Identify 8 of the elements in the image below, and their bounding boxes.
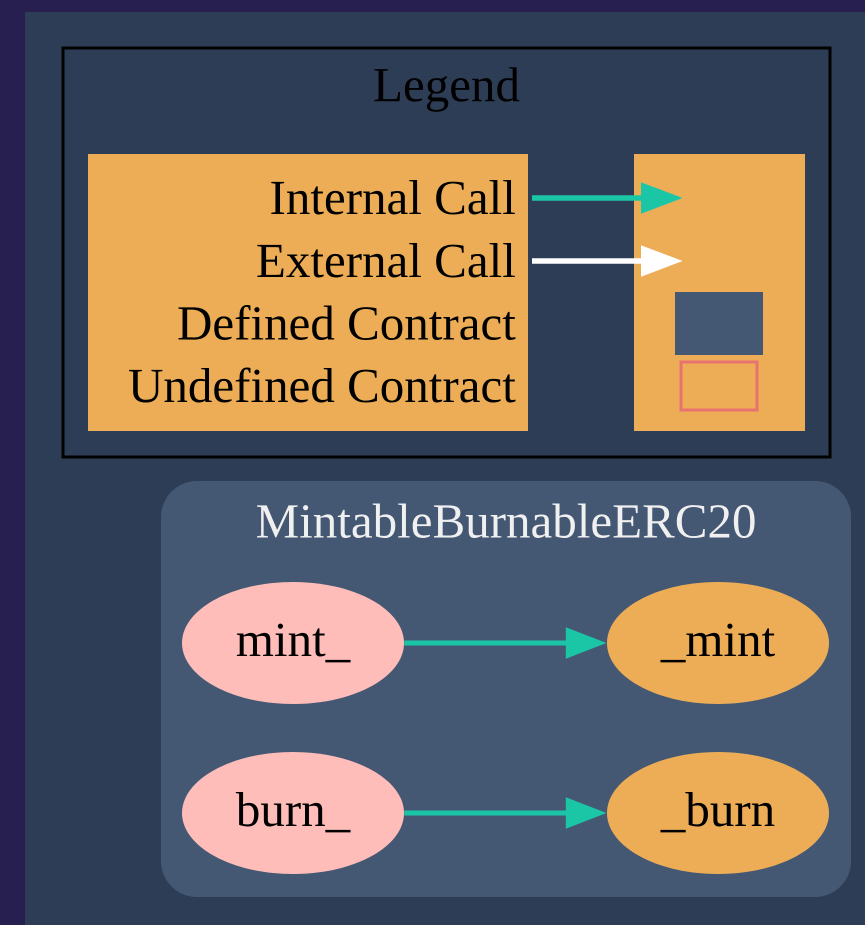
ellipse-node: mint_: [182, 582, 404, 704]
legend-label: Defined Contract: [178, 305, 516, 340]
ellipse-node: burn_: [182, 752, 404, 874]
ellipse-node: _burn: [607, 752, 829, 874]
legend-label: External Call: [257, 243, 515, 278]
ellipse-node: _mint: [607, 582, 829, 704]
legend-label: Internal Call: [271, 180, 515, 214]
legend-label: Undefined Contract: [129, 368, 516, 402]
